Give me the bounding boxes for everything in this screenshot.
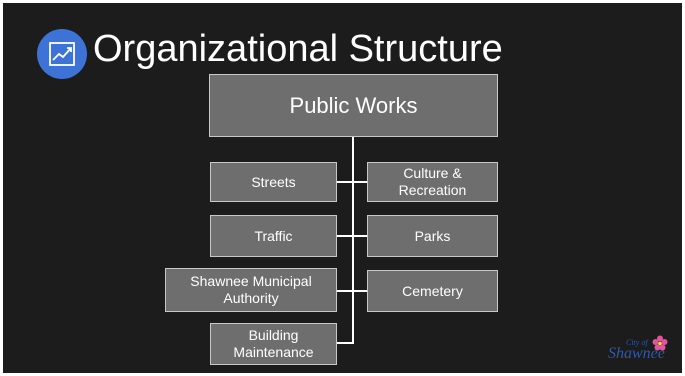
- page-title: Organizational Structure: [93, 28, 503, 70]
- org-node-traffic: Traffic: [210, 215, 337, 257]
- org-node-building-maintenance: Building Maintenance: [210, 323, 337, 365]
- connector-trunk: [352, 137, 354, 343]
- city-logo: City of Shawnee: [606, 333, 670, 369]
- connector-building: [337, 342, 354, 344]
- flower-icon: [652, 335, 668, 351]
- org-node-parks: Parks: [367, 215, 498, 257]
- connector-traffic: [337, 235, 367, 237]
- org-node-culture-recreation: Culture & Recreation: [367, 162, 498, 202]
- slide: Organizational Structure Public Works St…: [3, 3, 682, 373]
- org-node-shawnee-municipal-authority: Shawnee Municipal Authority: [165, 268, 337, 312]
- org-node-streets: Streets: [210, 162, 337, 202]
- trending-up-chart-icon: [37, 29, 87, 79]
- connector-streets: [337, 181, 367, 183]
- org-node-public-works: Public Works: [209, 74, 498, 137]
- connector-sma: [337, 290, 367, 292]
- org-node-cemetery: Cemetery: [367, 270, 498, 312]
- logo-small-text: City of: [626, 338, 648, 347]
- logo-main-text: Shawnee: [608, 345, 665, 362]
